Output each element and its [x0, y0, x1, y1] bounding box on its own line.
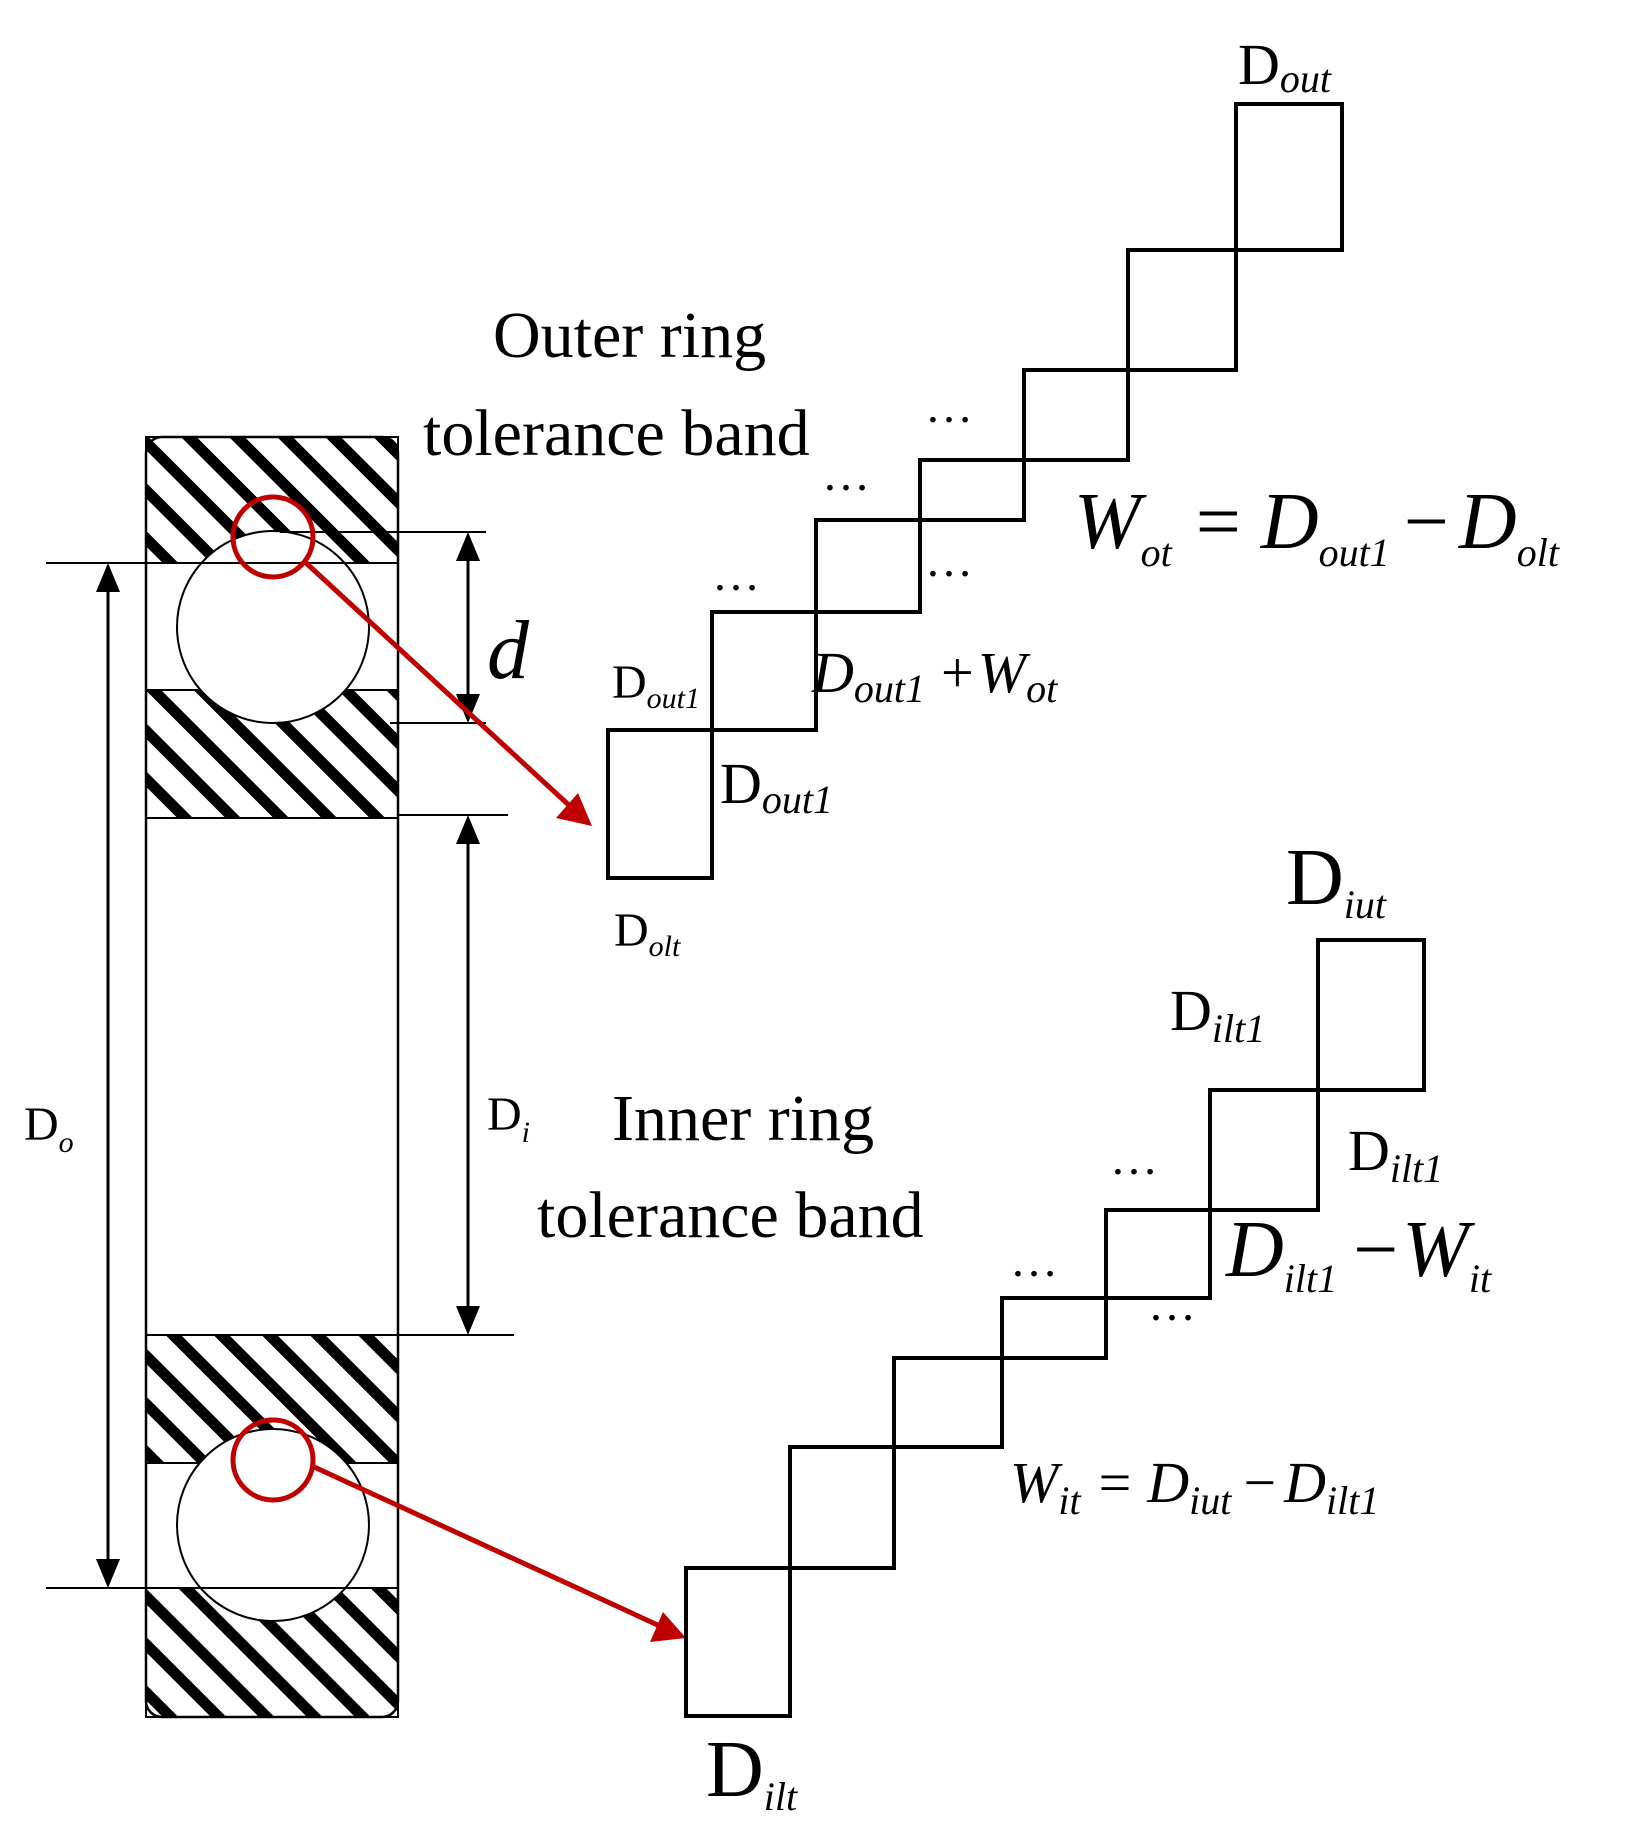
outer-diameter-label: Do — [24, 1098, 74, 1159]
bearing-section — [144, 435, 400, 1719]
inner-bottom-label: Dilt — [706, 1726, 798, 1819]
outer-top-label: Dout — [1238, 32, 1332, 101]
ball-diameter-label: d — [487, 604, 530, 697]
inner-formula: Wit=Diut−Dilt1 — [1010, 1450, 1379, 1523]
inner-ellipsis-3: … — [1148, 1278, 1196, 1331]
outer-left-step-label: Dout1 — [612, 656, 700, 715]
inner-tolerance-staircase — [684, 938, 1426, 1718]
outer-tolerance-staircase — [606, 102, 1344, 880]
bottom-ball — [176, 1428, 370, 1622]
inner-diameter-dimension — [456, 815, 480, 1335]
inner-band-title-line2: tolerance band — [537, 1179, 924, 1252]
outer-contact-callout — [230, 494, 316, 580]
inner-band-title-line1: Inner ring — [612, 1082, 874, 1155]
outer-band-title-line1: Outer ring — [493, 299, 766, 372]
bearing-outline — [144, 435, 400, 1719]
inner-ellipsis-1: … — [1010, 1234, 1058, 1287]
red-callouts — [230, 494, 686, 1642]
inner-right-step-label: Dilt1 — [1348, 1118, 1443, 1191]
outer-diameter-dimension — [96, 563, 120, 1588]
inner-diameter-label: Di — [487, 1088, 530, 1149]
inner-contact-callout — [230, 1417, 316, 1503]
inner-top-label: Diut — [1286, 834, 1387, 927]
outer-band-title-line2: tolerance band — [423, 397, 810, 470]
outer-right-step-label: Dout1 — [720, 751, 833, 822]
inner-left-step-label: Dilt1 — [1170, 978, 1265, 1051]
outer-bottom-label: Dolt — [614, 904, 681, 963]
outer-ellipsis-2: … — [822, 448, 870, 501]
outer-callout-arrow — [303, 560, 574, 810]
outer-mid-label: Dout1+Wot — [811, 640, 1058, 711]
ball-diameter-dimension — [456, 532, 480, 723]
outer-formula: Wot=Dout1−Dolt — [1074, 478, 1560, 575]
inner-ellipsis-2: … — [1110, 1132, 1158, 1185]
outer-ellipsis-4: … — [925, 534, 973, 587]
outer-ellipsis-1: … — [712, 548, 760, 601]
inner-callout-arrow — [310, 1463, 664, 1630]
top-ball — [176, 530, 370, 724]
inner-mid-label: Dilt1−Wit — [1225, 1206, 1492, 1301]
outer-ellipsis-3: … — [925, 380, 973, 433]
